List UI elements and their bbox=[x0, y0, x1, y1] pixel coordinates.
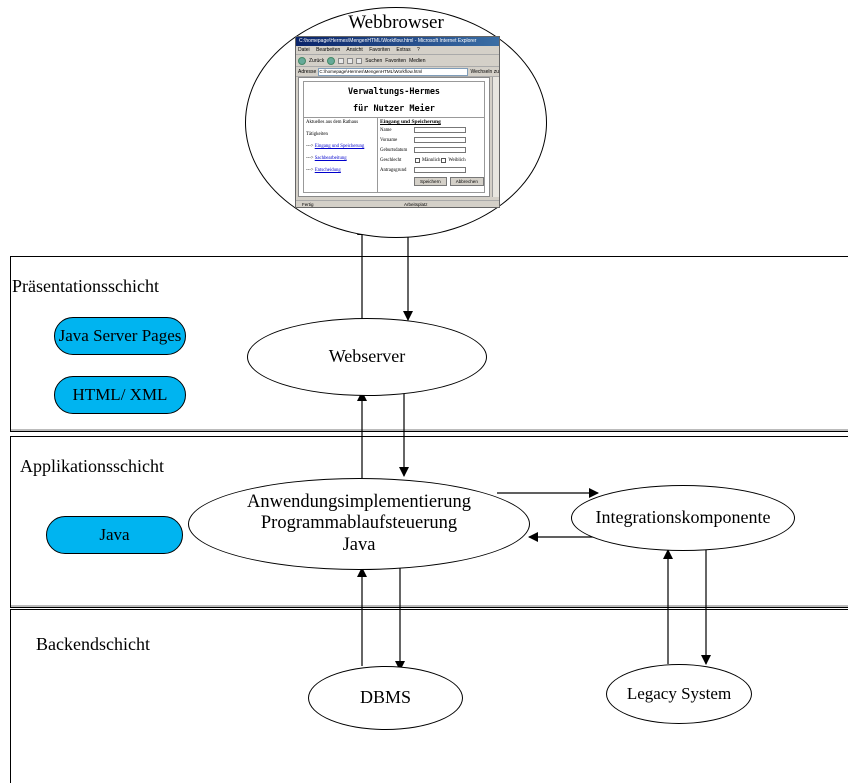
application-layer bbox=[10, 436, 848, 608]
webbrowser-label: Webbrowser bbox=[348, 12, 444, 33]
html-xml-label: HTML/ XML bbox=[72, 385, 168, 404]
legacy-system-label: Legacy System bbox=[626, 683, 732, 703]
female-checkbox[interactable] bbox=[441, 157, 447, 163]
menu-ansicht[interactable]: Ansicht bbox=[346, 47, 363, 53]
browser-title-bar: C:\homepage\Hermes\MengenHTML\Workflow.h… bbox=[296, 37, 499, 46]
menu-datei[interactable]: Datei bbox=[298, 47, 310, 53]
page-divider bbox=[304, 117, 484, 118]
menu-extras[interactable]: Extras bbox=[396, 47, 411, 53]
browser-status-bar: Fertig Arbeitsplatz bbox=[296, 200, 499, 207]
back-icon[interactable] bbox=[298, 56, 306, 65]
address-input[interactable]: C:\homepage\Hermes\MengenHTML\Workflow.h… bbox=[318, 67, 469, 76]
application-node: Anwendungsimplementierung Programmablauf… bbox=[188, 478, 530, 570]
presentation-layer-title: Präsentationsschicht bbox=[12, 276, 159, 296]
browser-address-bar: Adresse C:\homepage\Hermes\MengenHTML\Wo… bbox=[296, 67, 499, 77]
menu-favoriten[interactable]: Favoriten bbox=[369, 47, 391, 53]
cancel-button[interactable]: Abbrechen bbox=[449, 177, 484, 186]
integration-node: Integrationskomponente bbox=[571, 485, 795, 551]
save-button[interactable]: Speichern bbox=[414, 177, 447, 186]
jsp-badge: Java Server Pages bbox=[54, 317, 186, 355]
page-nav: Aktuelles aus dem Rathaus Tätigkeiten --… bbox=[306, 120, 376, 180]
browser-menu-bar: Datei Bearbeiten Ansicht Favoriten Extra… bbox=[296, 46, 499, 55]
address-label: Adresse bbox=[298, 68, 317, 75]
html-xml-badge: HTML/ XML bbox=[54, 376, 186, 414]
webserver-node: Webserver bbox=[247, 318, 487, 396]
firstname-label: Vorname bbox=[380, 137, 398, 143]
page-column-divider bbox=[377, 118, 378, 192]
home-icon[interactable] bbox=[356, 57, 363, 64]
backend-layer bbox=[10, 609, 848, 783]
status-done: Fertig bbox=[302, 202, 314, 207]
forward-icon[interactable] bbox=[327, 56, 336, 65]
application-label-line2: Programmablaufsteuerung bbox=[260, 513, 458, 534]
name-label: Name bbox=[380, 127, 392, 133]
media-toolbar-label[interactable]: Medien bbox=[409, 57, 426, 64]
menu-bearbeiten[interactable]: Bearbeiten bbox=[316, 47, 341, 53]
birthdate-field[interactable] bbox=[414, 147, 466, 153]
browser-viewport: Verwaltungs-Hermes für Nutzer Meier Aktu… bbox=[298, 77, 490, 197]
female-label: Weiblich bbox=[448, 157, 466, 163]
male-label: Männlich bbox=[422, 157, 441, 163]
page-title-line1: Verwaltungs-Hermes bbox=[347, 87, 441, 97]
birthdate-label: Geburtsdatum bbox=[380, 147, 408, 153]
reason-field[interactable] bbox=[414, 167, 466, 173]
firstname-field[interactable] bbox=[414, 137, 466, 143]
browser-scrollbar[interactable] bbox=[492, 77, 499, 197]
status-zone: Arbeitsplatz bbox=[404, 202, 428, 207]
favorites-toolbar-label[interactable]: Favoriten bbox=[385, 57, 407, 64]
nav-link-decision[interactable]: ---> Entscheidung bbox=[306, 168, 341, 173]
page-title-line2: für Nutzer Meier bbox=[353, 104, 435, 114]
dbms-label: DBMS bbox=[359, 687, 412, 708]
nav-item-tasks: Tätigkeiten bbox=[306, 132, 328, 137]
webserver-label: Webserver bbox=[328, 346, 406, 367]
presentation-layer bbox=[10, 256, 848, 432]
search-toolbar-label[interactable]: Suchen bbox=[365, 57, 383, 64]
nav-link-intake[interactable]: ---> Eingang und Speicherung bbox=[306, 144, 365, 149]
male-checkbox[interactable] bbox=[415, 157, 420, 163]
java-badge: Java bbox=[46, 516, 183, 554]
reason-label: Antragsgrund bbox=[380, 167, 407, 173]
jsp-label: Java Server Pages bbox=[58, 326, 182, 345]
legacy-system-node: Legacy System bbox=[606, 664, 752, 724]
application-layer-title: Applikationsschicht bbox=[20, 456, 164, 476]
refresh-icon[interactable] bbox=[347, 57, 354, 64]
go-button[interactable]: Wechseln zu bbox=[470, 68, 499, 75]
browser-screenshot: C:\homepage\Hermes\MengenHTML\Workflow.h… bbox=[295, 36, 500, 208]
application-label-line3: Java bbox=[342, 534, 376, 555]
back-label: Zurück bbox=[309, 57, 325, 64]
nav-item-news: Aktuelles aus dem Rathaus bbox=[306, 120, 359, 125]
form-heading: Eingang und Speicherung bbox=[380, 119, 441, 125]
gender-label: Geschlecht bbox=[380, 157, 402, 163]
java-label: Java bbox=[99, 525, 130, 544]
name-field[interactable] bbox=[414, 127, 466, 133]
page-frame: Verwaltungs-Hermes für Nutzer Meier Aktu… bbox=[303, 81, 485, 193]
browser-toolbar: Zurück Suchen Favoriten Medien bbox=[296, 55, 499, 67]
integration-label: Integrationskomponente bbox=[595, 507, 771, 528]
nav-link-processing[interactable]: ---> Sachbearbeitung bbox=[306, 156, 347, 161]
intake-form: Eingang und Speicherung Name Vorname Geb… bbox=[380, 119, 484, 186]
application-label-line1: Anwendungsimplementierung bbox=[246, 492, 471, 513]
stop-icon[interactable] bbox=[338, 57, 345, 64]
dbms-node: DBMS bbox=[308, 666, 463, 730]
backend-layer-title: Backendschicht bbox=[36, 634, 150, 654]
menu-help[interactable]: ? bbox=[416, 47, 420, 53]
